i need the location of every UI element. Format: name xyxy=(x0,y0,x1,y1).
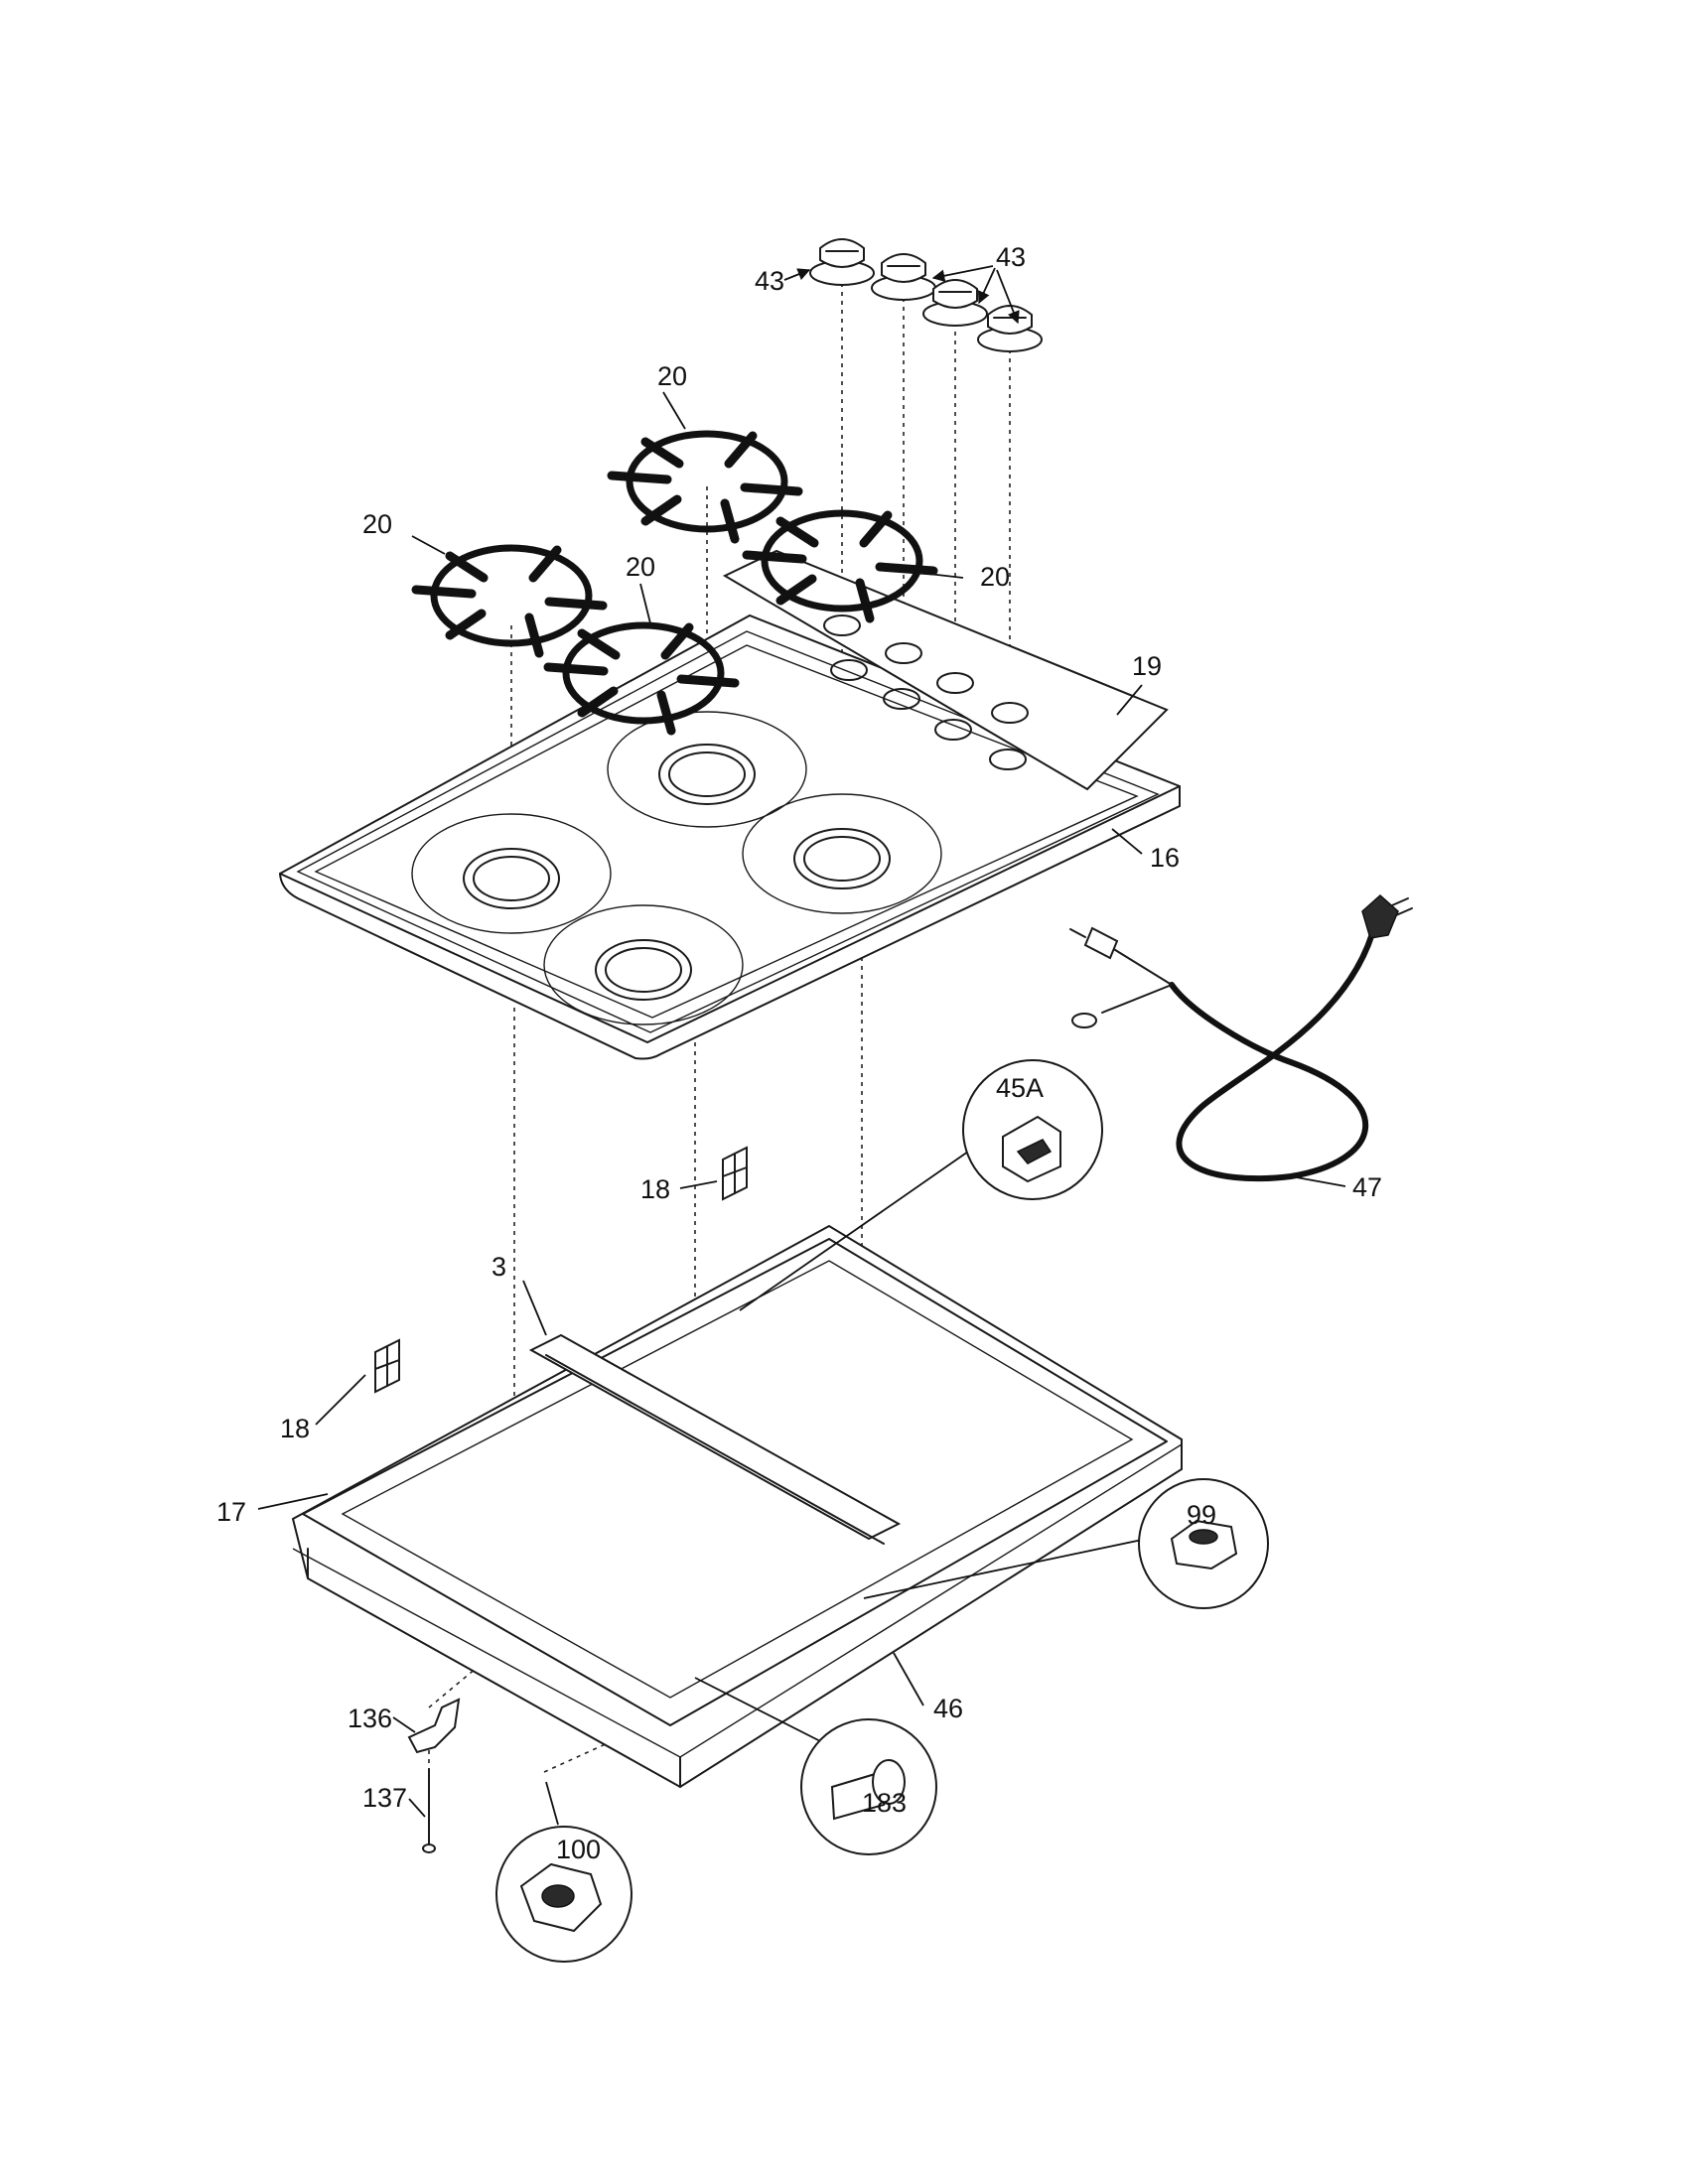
burner-well xyxy=(742,793,942,914)
burner-box xyxy=(291,1224,1183,1789)
callout-100: 100 xyxy=(556,1835,601,1864)
callout-46: 46 xyxy=(933,1694,963,1723)
detail-circle-183 xyxy=(694,1677,937,1855)
callout-18-upper: 18 xyxy=(640,1174,670,1204)
control-knob xyxy=(809,238,875,286)
mounting-bracket xyxy=(722,1146,748,1201)
detail-circle-99 xyxy=(863,1478,1269,1609)
burner-grate xyxy=(411,544,608,658)
callout-136: 136 xyxy=(348,1704,392,1733)
callout-43-left: 43 xyxy=(755,266,784,296)
callout-20-mid: 20 xyxy=(626,552,655,582)
callout-43-right: 43 xyxy=(996,242,1026,272)
cross-rail xyxy=(528,1333,902,1545)
callout-19: 19 xyxy=(1132,651,1162,681)
control-knob xyxy=(871,253,936,301)
callout-3: 3 xyxy=(492,1252,506,1282)
power-cord xyxy=(1069,893,1413,1182)
callout-99: 99 xyxy=(1187,1500,1216,1530)
detail-circle-100 xyxy=(495,1781,633,1963)
burner-grate xyxy=(607,430,803,544)
leader-lines xyxy=(257,265,1346,1818)
callout-137: 137 xyxy=(362,1783,407,1813)
callout-183: 183 xyxy=(862,1788,907,1818)
callout-20-right: 20 xyxy=(980,562,1010,592)
callout-20-top: 20 xyxy=(657,361,687,391)
callout-47: 47 xyxy=(1352,1172,1382,1202)
mounting-bracket xyxy=(374,1338,400,1394)
burner-grate xyxy=(543,621,740,736)
control-knob xyxy=(922,279,988,327)
burner-grates xyxy=(411,430,938,736)
callout-18-lower: 18 xyxy=(280,1414,310,1443)
callout-45A: 45A xyxy=(996,1073,1044,1103)
burner-well xyxy=(607,711,807,828)
bracket-136 xyxy=(407,1698,461,1754)
callout-labels: 43 43 20 20 20 20 19 16 45A 47 18 3 18 1… xyxy=(216,242,1382,1864)
screw-137 xyxy=(422,1768,436,1853)
detail-circle-45A xyxy=(739,1059,1103,1311)
burner-well xyxy=(543,904,744,1025)
burner-well xyxy=(411,813,612,934)
callout-16: 16 xyxy=(1150,843,1180,873)
callout-20-left: 20 xyxy=(362,509,392,539)
burner-wells xyxy=(411,711,942,1025)
callout-17: 17 xyxy=(216,1497,246,1527)
burner-grate xyxy=(742,509,938,623)
